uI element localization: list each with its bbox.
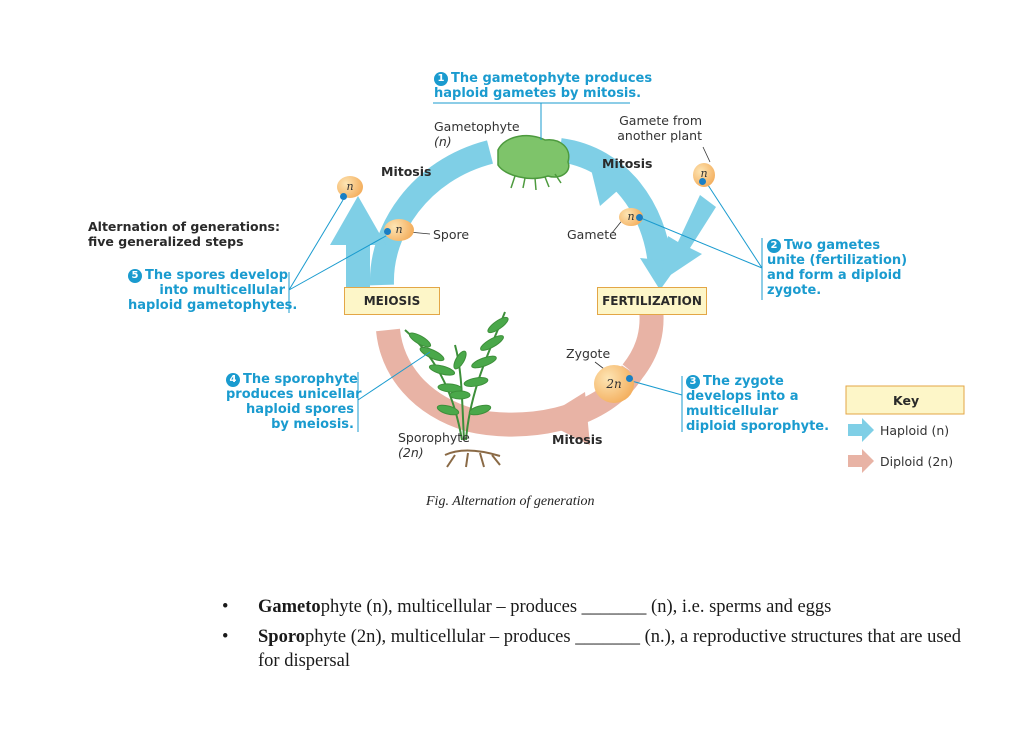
step2-number: 2 <box>767 239 781 253</box>
sporophyte-ploidy: (2n) <box>398 445 424 460</box>
key-diploid-arrow <box>848 449 874 473</box>
step3-line2: develops into a <box>686 389 799 404</box>
step2-line1: Two gametes <box>784 238 881 253</box>
gamete-label: Gamete <box>567 227 617 242</box>
spore-label: Spore <box>433 227 470 242</box>
diploid-2n-label: 2n <box>606 377 622 391</box>
fertilization-box: FERTILIZATION <box>597 287 707 315</box>
key-haploid-arrow <box>848 418 874 442</box>
list-item: • Sporophyte (2n), multicellular – produc… <box>222 625 982 673</box>
gamete-other-line1: Gamete from <box>619 113 702 128</box>
step3-line1: The zygote <box>703 374 784 389</box>
gamete-nucleus-other <box>699 178 706 185</box>
key-box <box>845 385 965 415</box>
step4-line2: produces unicellar <box>226 387 362 402</box>
sporophyte-label: Sporophyte (2n) <box>398 430 470 460</box>
step5-line2: into multicellular <box>159 283 285 298</box>
gametophyte-label: Gametophyte (n) <box>434 119 520 149</box>
step2-line4: zygote. <box>767 283 822 298</box>
diploid-arc <box>376 328 643 437</box>
gametophyte-icon <box>497 134 570 191</box>
step2-line2: unite (fertilization) <box>767 253 908 268</box>
step3-number: 3 <box>686 375 700 389</box>
bullet-text: phyte (n), multicellular – produces ____… <box>320 597 832 617</box>
haploid-n-label: n <box>700 167 708 180</box>
heading-line1: Alternation of generations: <box>88 219 280 234</box>
haploid-arc-right <box>557 138 672 267</box>
haploid-arrowhead-top <box>590 165 632 206</box>
spore-cell-top: n <box>337 176 363 198</box>
leader-lines <box>288 102 763 432</box>
spore-cell: n <box>384 219 414 241</box>
step5-number: 5 <box>128 269 142 283</box>
heading-line2: five generalized steps <box>88 234 244 249</box>
step5-line3: haploid gametophytes. <box>128 298 298 313</box>
bullet-bold-prefix: Sporo <box>258 627 305 647</box>
step3-line3: multicellular <box>686 404 779 419</box>
mitosis-right-label: Mitosis <box>602 156 653 171</box>
spore-nucleus <box>384 228 391 235</box>
mitosis-left-label: Mitosis <box>381 164 432 179</box>
bullet-icon: • <box>222 627 229 647</box>
figure-caption: Fig. Alternation of generation <box>426 494 595 509</box>
diploid-arrowhead <box>540 392 590 445</box>
haploid-n-label: n <box>346 180 354 193</box>
key-title: Key <box>893 393 920 408</box>
key-diploid-label: Diploid (2n) <box>880 454 954 469</box>
gamete-cell: n <box>619 208 643 226</box>
step4-number: 4 <box>226 373 240 387</box>
sporophyte-text: Sporophyte <box>398 430 470 445</box>
meiosis-up-arrow <box>330 196 386 290</box>
spore-nucleus-top <box>340 193 347 200</box>
step4-line1: The sporophyte <box>243 372 358 387</box>
bullet-text: phyte (2n), multicellular – produces ___… <box>258 627 961 671</box>
bullet-bold-prefix: Gameto <box>258 597 321 617</box>
step1-line2: haploid gametes by mitosis. <box>434 86 642 101</box>
fern-roots-icon <box>444 449 501 468</box>
zygote-cell: 2n <box>594 365 634 403</box>
haploid-arc-left <box>369 140 494 286</box>
step1-line1: The gametophyte produces <box>451 71 653 86</box>
gamete-other-line2: another plant <box>617 128 702 143</box>
gamete-other-plant-label: Gamete from another plant <box>606 113 702 143</box>
gametophyte-text: Gametophyte <box>434 119 520 134</box>
sporophyte-fern-icon <box>404 311 509 441</box>
gamete-nucleus <box>636 214 643 221</box>
step4-line4: by meiosis. <box>271 417 354 432</box>
mitosis-bottom-label: Mitosis <box>552 432 603 447</box>
zygote-nucleus <box>626 375 633 382</box>
haploid-n-label: n <box>627 210 635 223</box>
other-gamete-arrow <box>660 195 716 282</box>
gamete-cell-other: n <box>693 163 715 187</box>
haploid-n-label: n <box>395 223 403 236</box>
diagram-heading: Alternation of generations: five general… <box>88 219 280 249</box>
step3-line4: diploid sporophyte. <box>686 419 830 434</box>
step1-number: 1 <box>434 72 448 86</box>
meiosis-box: MEIOSIS <box>344 287 440 315</box>
key-haploid-label: Haploid (n) <box>880 423 950 438</box>
bullet-icon: • <box>222 597 229 617</box>
step2-line3: and form a diploid <box>767 268 902 283</box>
list-item: • Gametophyte (n), multicellular – produc… <box>222 595 982 619</box>
notes-list: • Gametophyte (n), multicellular – produc… <box>222 595 982 679</box>
step5-line1: The spores develop <box>145 268 289 283</box>
gametophyte-ploidy: (n) <box>434 134 452 149</box>
zygote-label: Zygote <box>566 346 611 361</box>
step4-line3: haploid spores <box>246 402 354 417</box>
